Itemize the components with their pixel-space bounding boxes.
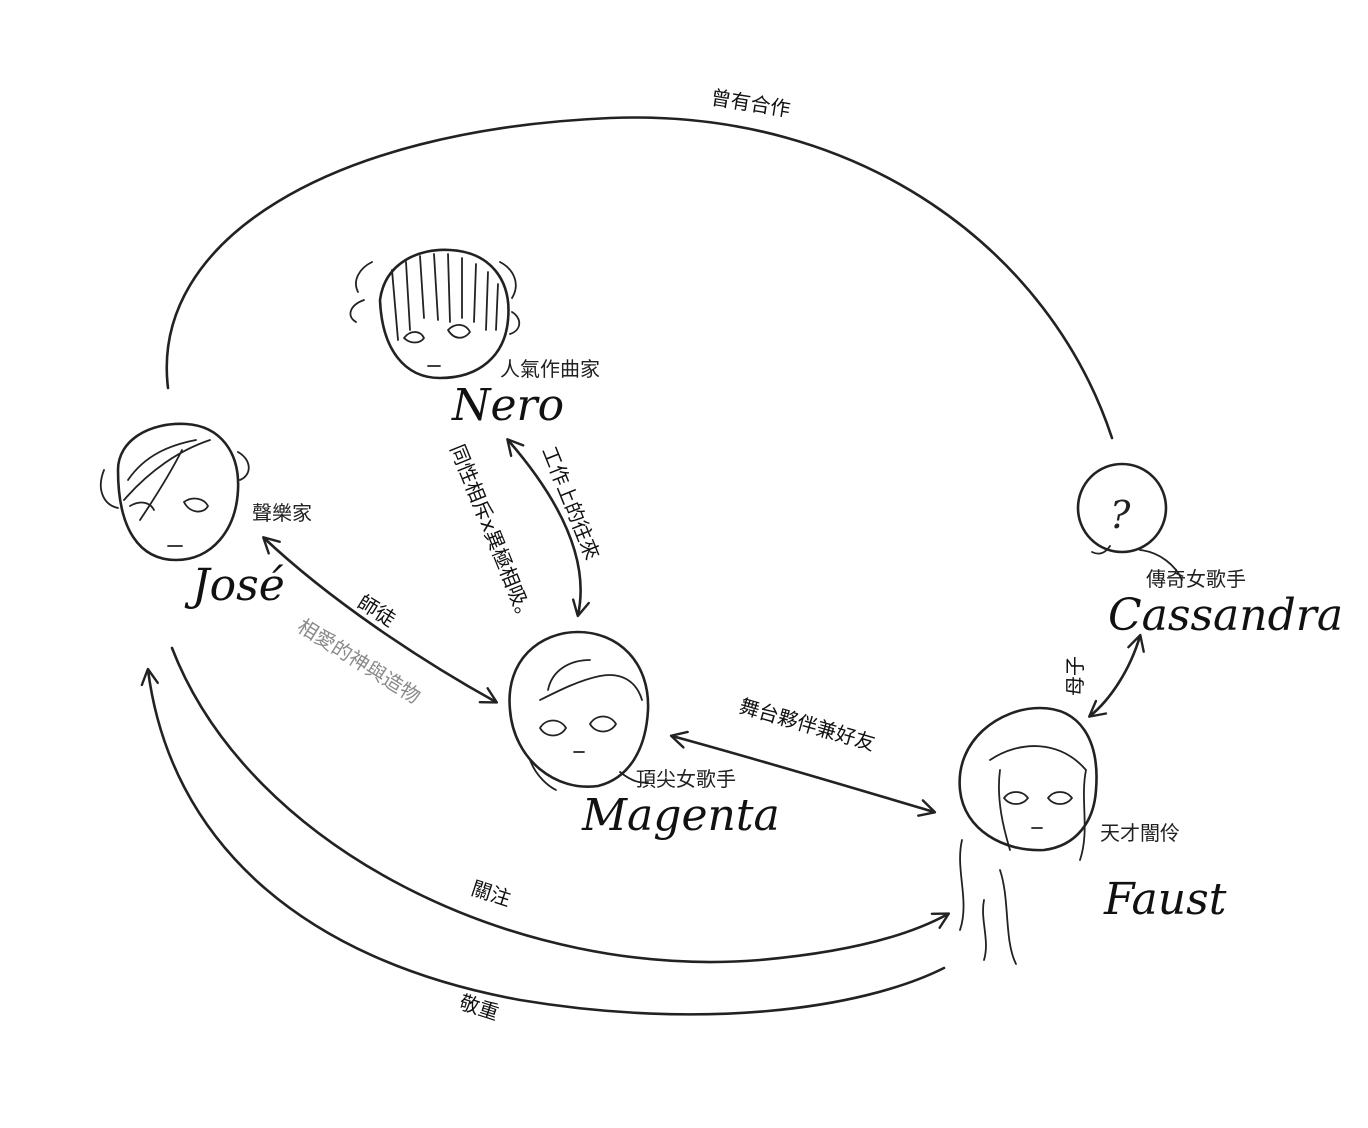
nero-title: 人氣作曲家 — [500, 357, 600, 381]
edge-label-cassandra-faust: 母子 — [1063, 656, 1087, 696]
edge-label-jose-cassandra: 曾有合作 — [709, 85, 792, 121]
faust-title: 天才闇伶 — [1100, 821, 1180, 845]
edge-label-nero-magenta-a: 同性相斥x異極相吸。 — [445, 441, 539, 628]
jose-name: José — [184, 560, 285, 611]
node-magenta: 頂尖女歌手 Magenta — [508, 630, 780, 841]
edge-sublabel-jose-magenta: 相愛的神與造物 — [293, 614, 424, 709]
edge-jose-magenta: 師徒 相愛的神與造物 — [262, 536, 499, 709]
jose-title: 聲樂家 — [252, 501, 312, 525]
node-cassandra: ? 傳奇女歌手 Cassandra — [1076, 462, 1343, 641]
cassandra-title: 傳奇女歌手 — [1146, 567, 1246, 591]
edge-label-jose-faust-a: 關注 — [468, 876, 513, 911]
edge-jose-faust-a: 關注 — [170, 646, 951, 964]
nero-name: Nero — [451, 380, 564, 431]
cassandra-name: Cassandra — [1108, 590, 1343, 641]
edge-label-nero-magenta-b: 工作上的往來 — [537, 443, 604, 563]
edge-nero-magenta: 同性相斥x異極相吸。 工作上的往來 — [445, 438, 605, 628]
edge-cassandra-faust: 母子 — [1063, 633, 1145, 718]
edge-jose-cassandra: 曾有合作 — [165, 85, 1114, 440]
node-jose: 聲樂家 José — [99, 422, 312, 611]
faust-portrait — [958, 706, 1098, 965]
edge-label-magenta-faust: 舞台夥伴兼好友 — [737, 694, 878, 756]
jose-portrait — [99, 422, 250, 562]
magenta-title: 頂尖女歌手 — [636, 767, 736, 791]
magenta-portrait — [508, 630, 650, 791]
faust-name: Faust — [1103, 874, 1227, 925]
cassandra-portrait: ? — [1076, 462, 1183, 581]
nero-portrait — [349, 248, 521, 380]
edge-label-jose-magenta: 師徒 — [353, 590, 400, 632]
node-nero: 人氣作曲家 Nero — [349, 248, 600, 431]
node-faust: 天才闇伶 Faust — [958, 706, 1227, 965]
magenta-name: Magenta — [581, 790, 780, 841]
cassandra-head-mark: ? — [1110, 493, 1131, 537]
